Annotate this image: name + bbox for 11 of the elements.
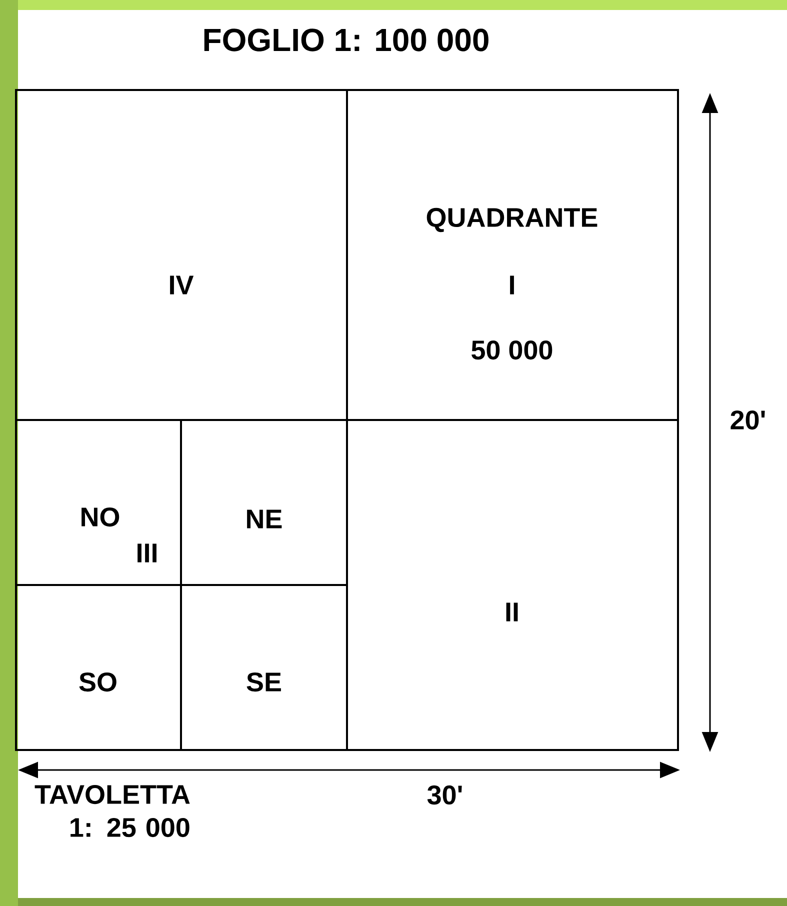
quadrant-box: IV — [15, 89, 348, 421]
quadrant-box: SO — [15, 584, 182, 751]
quadrant-box: NE — [180, 419, 348, 586]
quadrant-box: QUADRANTE I 50 000 — [346, 89, 679, 421]
dimension-label: 20' — [730, 410, 765, 430]
quadrant-box: II — [346, 419, 679, 751]
scale-label: TAVOLETTA 1: 25 000 — [34, 784, 190, 838]
dimension-label: 30' — [427, 785, 462, 805]
quadrant-label: III — [138, 544, 156, 562]
quadrant-box: SE — [180, 584, 348, 751]
title: FOGLIO 1: 100 000 — [204, 28, 488, 52]
